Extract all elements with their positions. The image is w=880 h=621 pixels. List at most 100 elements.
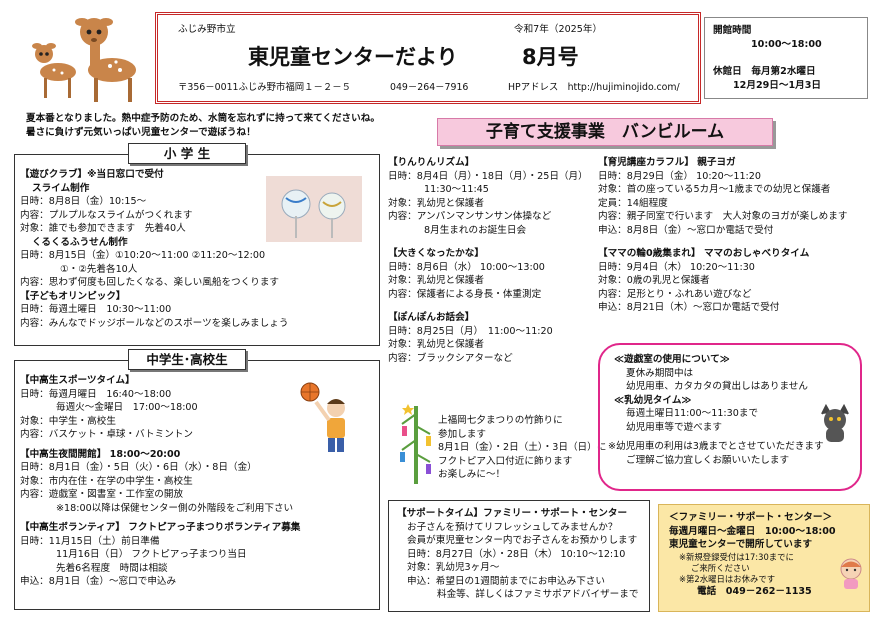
yoga-content: 内容：親子同室で行います 大人対象のヨガが楽しめます (598, 211, 848, 222)
elementary-title: 小 学 生 (128, 143, 246, 164)
volunteer-festival-date: 11月16日（日） フクトピアっ子まつり当日 (56, 549, 247, 560)
story-heading: 【ぽんぽんお話会】 (388, 312, 475, 323)
sports-content: 内容：バスケット・卓球・バトミントン (20, 429, 193, 440)
playroom-no-rental: 幼児用車、カタカタの貸出しはありません (626, 381, 808, 392)
family-center-heading: ＜ファミリー・サポート・センター＞ (669, 512, 833, 523)
masthead: ふじみ野市立 令和7年（2025年） 東児童センターだより 8月号 〒356－0… (155, 12, 701, 104)
support-target: 対象：乳幼児3ヶ月～ (407, 562, 500, 573)
volunteer-prep-date: 日時：11月15日（土）前日準備 (20, 535, 160, 547)
volunteer-heading: 【中高生ボランティア】 フクトピアっ子まつりボランティア募集 (20, 522, 301, 533)
support-heading: 【サポートタイム】ファミリー・サポート・センター (397, 508, 628, 519)
balloon-date: 日時：8月15日（金）①10:20～11:00 ②11:20～12:00 (20, 250, 266, 261)
tanabata-line-4: フクトピア入口付近に飾ります (438, 455, 573, 467)
rinrin-birthday: 8月生まれのお誕生日会 (424, 224, 527, 236)
teen-content: 【中高生スポーツタイム】 日時：毎週月曜日 16:40～18:00 毎週火～金曜… (20, 374, 300, 589)
deer-illustration (20, 10, 150, 105)
balloon-content: 内容：思わず何度も回したくなる、楽しい風船をつくります (20, 277, 280, 288)
child-illustration (836, 556, 866, 590)
growth-target: 対象：乳幼児と保護者 (388, 275, 484, 286)
play-club-heading: 【遊びクラブ】※当日窓口で受付 (20, 169, 164, 180)
support-date: 日時：8月27日（水）・28日（木） 10:10～12:10 (407, 548, 626, 560)
baby-time-schedule: 毎週土曜日11:00～11:30まで (626, 408, 759, 419)
city-label: ふじみ野市立 (178, 24, 236, 35)
address: 〒356－0011ふじみ野市福岡１－２－５ (178, 82, 352, 93)
cat-illustration (816, 403, 854, 444)
yoga-date: 日時：8月29日（金） 10:20～11:20 (598, 170, 761, 182)
night-open-date: 日時：8月1日（金）・5日（火）・6日（水）・8日（金） (20, 462, 257, 473)
baby-time-content: 幼児用車等で遊べます (626, 421, 722, 433)
volunteer-apply: 申込：8月1日（金）～窓口で申込み (20, 576, 177, 587)
tanabata-line-2: 参加します (438, 428, 486, 440)
night-open-content: 内容：遊戯室・図書室・工作室の開放 (20, 489, 184, 500)
sports-time-monday: 日時：毎週月曜日 16:40～18:00 (20, 388, 172, 400)
night-open-heading: 【中高生夜間開館】 18:00～20:00 (20, 448, 181, 460)
open-time: 10:00～18:00 (751, 38, 822, 50)
teen-title: 中学生･高校生 (128, 349, 246, 370)
yoga-heading: 【育児講座カラフル】 親子ヨガ (598, 157, 736, 168)
newsletter-title: 東児童センターだより (248, 45, 458, 69)
mama-apply: 申込：8月21日（木）～窓口か電話で受付 (598, 302, 780, 313)
opening-hours-box: 開館時間 10:00～18:00 休館日 毎月第2水曜日 12月29日～1月3日 (704, 17, 868, 99)
support-fee-note: 料金等、詳しくはファミサポアドバイザーまで (437, 589, 639, 600)
mama-target: 対象：0歳の乳児と保護者 (598, 275, 710, 286)
olympic-date: 日時：毎週土曜日 10:30～11:00 (20, 304, 172, 315)
playroom-heading: ≪遊戯室の使用について≫ (614, 354, 730, 365)
support-time-box: 【サポートタイム】ファミリー・サポート・センター お子さんを預けてリフレッシュし… (388, 500, 650, 612)
balloon-craft-photo (266, 176, 362, 242)
bambi-room-banner: 子育て支援事業 バンビルーム (437, 118, 773, 146)
story-content: 内容：ブラックシアターなど (388, 352, 513, 364)
mama-heading: 【ママの輪0歳集まれ】 ママのおしゃべりタイム (598, 248, 810, 259)
family-center-phone: 電話 049－262－1135 (697, 585, 812, 597)
support-intro-2: 会員が東児童センター内でお子さんをお預かりします (407, 535, 638, 546)
baby-time-heading: ≪乳幼児タイム≫ (614, 394, 692, 406)
playroom-notice-box: ≪遊戯室の使用について≫ 夏休み期間中は 幼児用車、カタカタの貸出しはありません… (598, 343, 862, 491)
rinrin-target: 対象：乳幼児と保護者 (388, 197, 484, 209)
family-center-closed: ※第2水曜日はお休みです (679, 573, 776, 584)
sports-time-weekdays: 毎週火～金曜日 17:00～18:00 (56, 402, 198, 413)
family-center-hours: 毎週月曜日～金曜日 10:00～18:00 (669, 525, 836, 537)
bamboo-decoration-illustration (396, 400, 436, 486)
tanabata-notice: 上福岡七夕まつりの竹飾りに 参加します 8月1日（金）・2日（土）・3日（日）に… (438, 414, 606, 482)
vehicle-age-note: ※幼児用車の利用は3歳までとさせていただきます (608, 441, 824, 452)
olympic-heading: 【子どもオリンピック】 (20, 290, 126, 302)
yoga-capacity: 定員：14組程度 (598, 197, 668, 209)
volunteer-capacity: 先着6名程度 時間は相談 (56, 562, 168, 574)
slime-heading: スライム制作 (32, 182, 90, 194)
mama-content: 内容：足形とり・ふれあい遊びなど (598, 288, 752, 300)
slime-date: 日時：8月8日（金）10:15～ (20, 196, 147, 207)
bambi-right-column: 【育児講座カラフル】 親子ヨガ 日時：8月29日（金） 10:20～11:20 … (598, 156, 847, 315)
mama-date: 日時：9月4日（木） 10:20～11:30 (598, 261, 755, 273)
cooperation-request: ご理解ご協力宜しくお願いいたします (626, 454, 790, 466)
story-date: 日時：8月25日（月） 11:00～11:20 (388, 325, 553, 337)
night-open-note: ※18:00以降は保健センター側の外階段をご利用下さい (56, 502, 294, 514)
intro-line-2: 暑さに負けず元気いっぱい児童センターで遊ぼうね！ (26, 127, 256, 138)
sports-time-heading: 【中高生スポーツタイム】 (20, 375, 135, 386)
issue-month: 8月号 (522, 45, 579, 69)
growth-date: 日時：8月6日（水） 10:00～13:00 (388, 261, 545, 273)
growth-heading: 【大きくなったかな】 (388, 248, 484, 259)
open-label: 開館時間 (713, 25, 752, 36)
tanabata-line-5: お楽しみに～！ (438, 469, 506, 480)
yoga-apply: 申込：8月8日（金）～窓口か電話で受付 (598, 224, 774, 236)
support-intro-1: お子さんを預けてリフレッシュしてみませんか？ (407, 521, 618, 533)
rinrin-date: 日時：8月4日（月）・18日（月）・25日（月） (388, 170, 588, 182)
family-center-visit: ご来所ください (691, 562, 750, 573)
tanabata-line-1: 上福岡七夕まつりの竹飾りに (438, 415, 563, 426)
issue-date: 令和7年（2025年） (514, 24, 603, 35)
closed-label: 休館日 (713, 66, 742, 77)
support-apply: 申込：希望日の1週間前までにお申込み下さい (407, 575, 605, 587)
rinrin-content: 内容：アンパンマンサンサン体操など (388, 211, 552, 222)
balloon-heading: くるくるふうせん制作 (32, 236, 128, 248)
slime-content: 内容：プルプルなスライムがつくれます (20, 209, 193, 221)
phone: 049－264－7916 (390, 82, 469, 93)
playroom-summer: 夏休み期間中は (626, 367, 694, 379)
family-center-registration: ※新規登録受付は17:30までに (679, 551, 794, 562)
family-support-center-box: ＜ファミリー・サポート・センター＞ 毎週月曜日～金曜日 10:00～18:00 … (658, 504, 870, 612)
slime-target: 対象：誰でも参加できます 先着40人 (20, 223, 186, 234)
elementary-content: 【遊びクラブ】※当日窓口で受付 スライム制作 日時：8月8日（金）10:15～ … (20, 168, 288, 330)
night-open-target: 対象：市内在住・在学の中学生・高校生 (20, 475, 193, 487)
rinrin-heading: 【りんりんリズム】 (388, 157, 475, 168)
family-center-location: 東児童センターで開所しています (669, 539, 813, 550)
homepage-link[interactable]: HPアドレス http://hujiminojido.com/ (508, 82, 680, 93)
rinrin-time: 11:30～11:45 (424, 184, 489, 195)
